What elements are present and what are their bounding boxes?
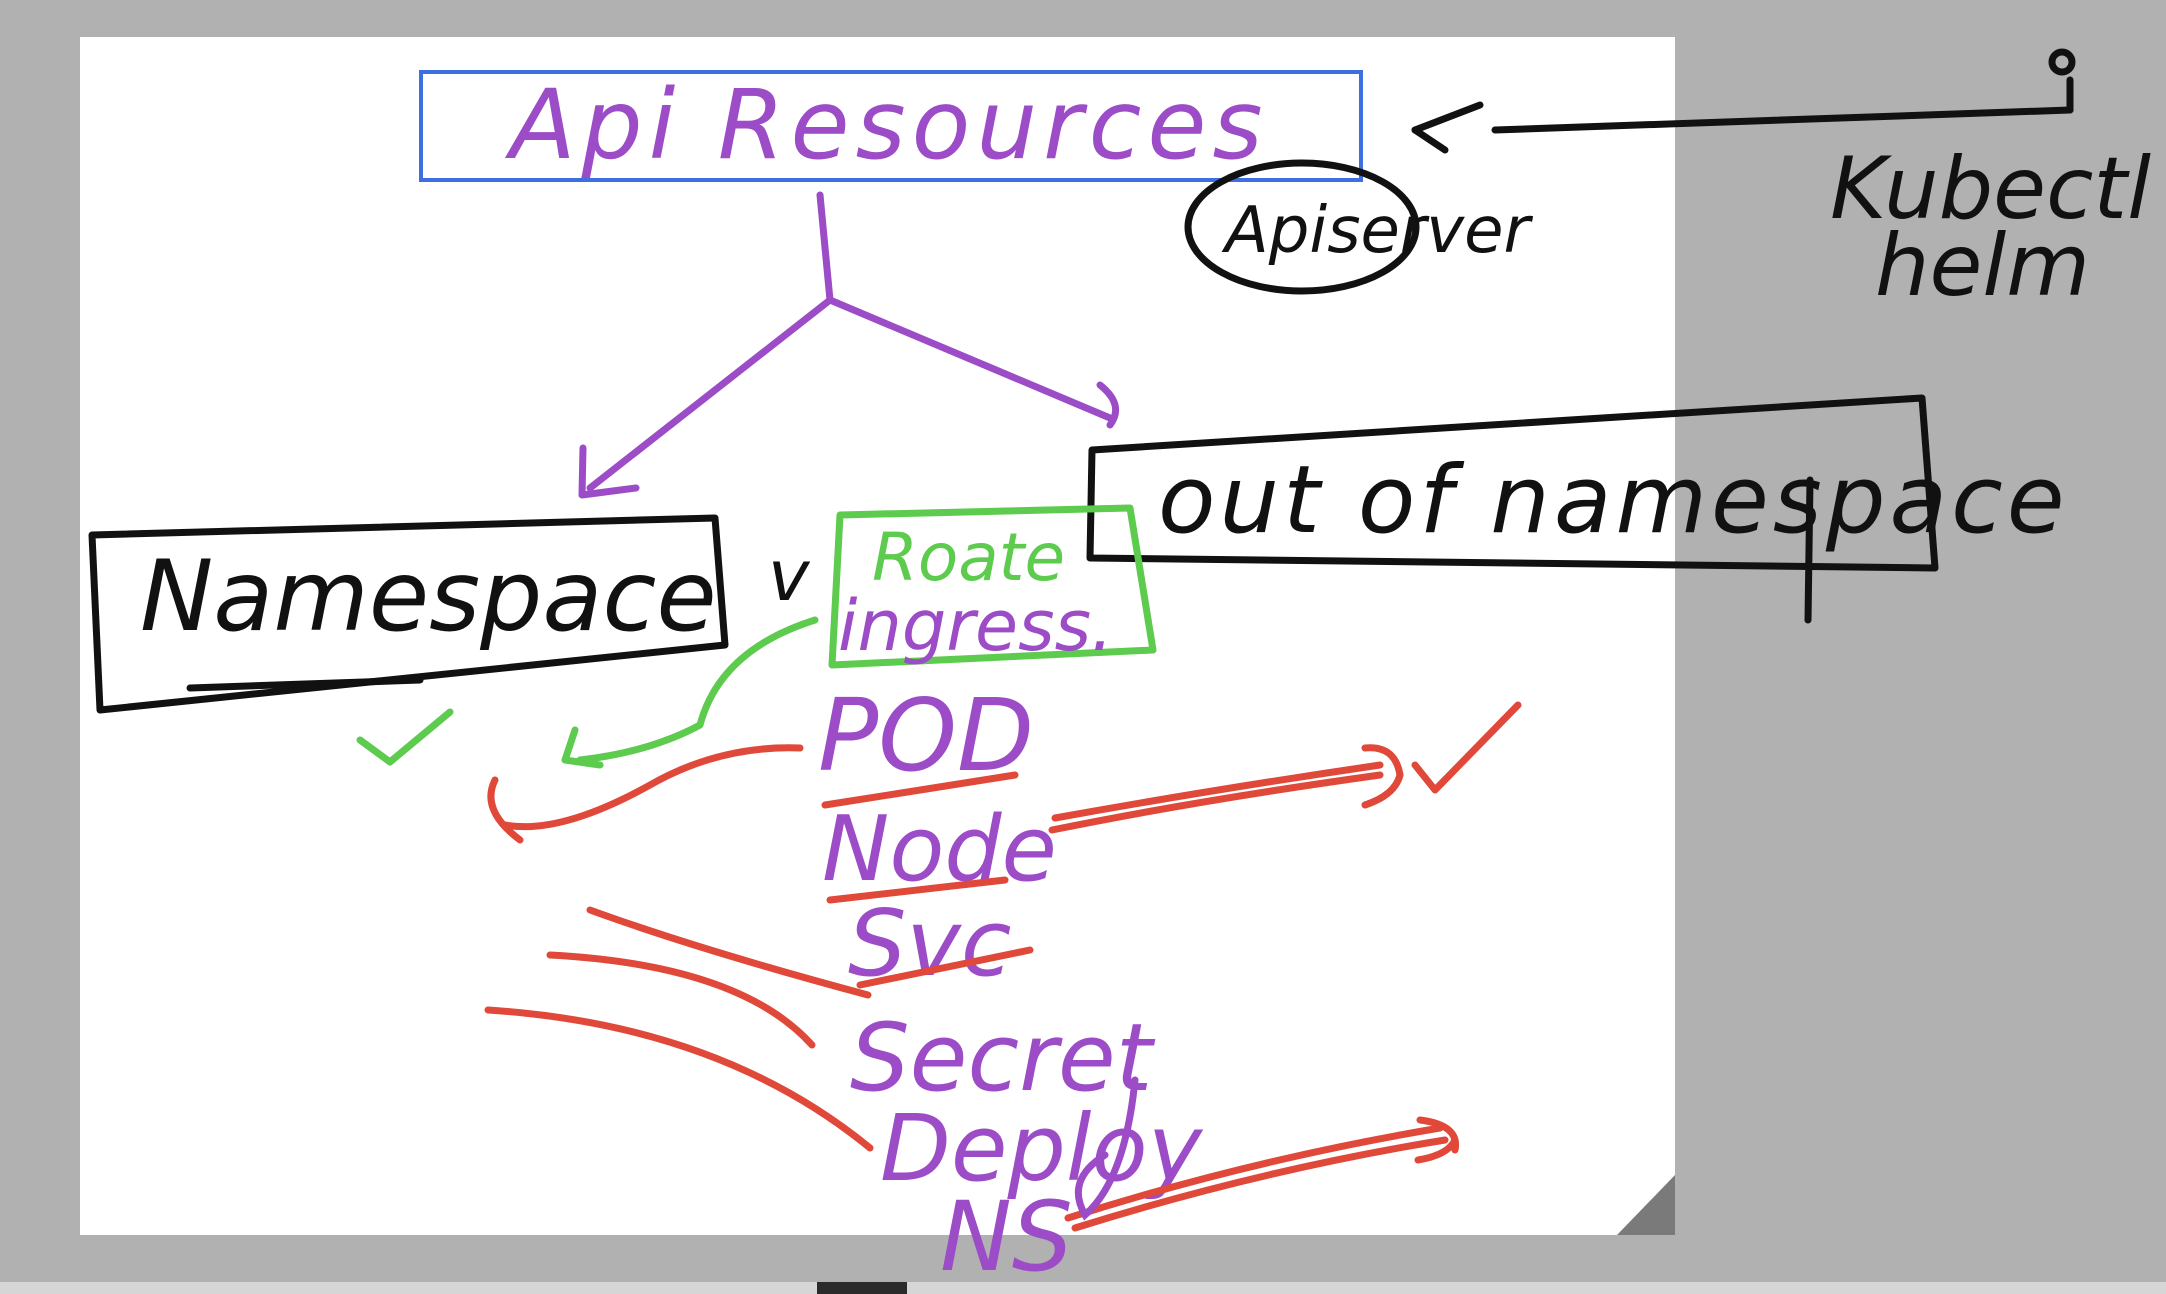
namespace-check: v [768,535,811,617]
apiserver-label: Apiserver [1221,194,1533,268]
page-curl-corner [1617,1175,1675,1235]
horizontal-scrollbar[interactable] [0,1282,2166,1294]
resource-deploy: Deploy [880,1095,1204,1202]
out-of-namespace-stem [1804,476,1814,624]
red-annotations [484,701,1522,1232]
whiteboard-canvas[interactable] [80,37,1675,1235]
scrollbar-thumb[interactable] [817,1282,907,1294]
tree-connector [578,191,1120,499]
green-check [356,708,454,766]
title-text: Api Resources [504,69,1268,181]
helm-label: helm [1875,216,2090,316]
namespace-underline [186,676,424,692]
resource-ns: NS [940,1181,1073,1293]
ns-loop [1074,1076,1139,1221]
title-box [419,70,1363,182]
resource-secret: Secret [850,1004,1156,1113]
kubectl-label: Kubectl [1830,139,2151,239]
green-arrow [561,616,819,769]
kubectl-connector [1411,48,2076,154]
namespace-box [88,514,729,714]
apiserver-ellipse [1184,159,1420,295]
green-item-route: Roate [872,519,1065,596]
out-of-namespace-label: out of namespace [1158,446,2069,555]
green-item-ingress: ingress. [838,585,1113,667]
namespace-label: Namespace [140,540,717,654]
green-box [828,504,1157,669]
out-of-namespace-box [1086,394,1939,572]
